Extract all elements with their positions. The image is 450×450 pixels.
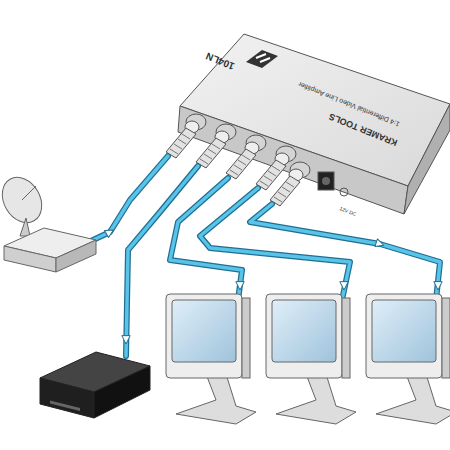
cable-outline bbox=[250, 204, 440, 300]
signal-arrow bbox=[105, 227, 116, 238]
dc-jack bbox=[318, 172, 348, 196]
bnc-connector bbox=[196, 124, 236, 168]
video-cable bbox=[200, 188, 350, 300]
dvd-player bbox=[40, 352, 150, 418]
cable-outline bbox=[200, 188, 350, 300]
satellite-dish bbox=[0, 170, 50, 236]
signal-arrow bbox=[340, 282, 348, 290]
signal-arrow bbox=[122, 336, 130, 344]
monitor bbox=[266, 294, 356, 424]
signal-arrow bbox=[236, 282, 244, 290]
kramer-logo bbox=[246, 50, 278, 68]
monitor bbox=[366, 294, 450, 424]
signal-arrow bbox=[375, 239, 385, 249]
signal-arrow bbox=[434, 282, 442, 290]
cable-outline bbox=[76, 156, 168, 248]
monitor bbox=[166, 294, 256, 424]
bnc-connector bbox=[226, 135, 266, 179]
port-label: 12V DC bbox=[339, 205, 357, 217]
bnc-connector bbox=[166, 114, 206, 158]
bnc-connector bbox=[270, 162, 310, 206]
video-cable bbox=[250, 204, 440, 300]
satellite-receiver bbox=[4, 228, 96, 272]
video-cable bbox=[76, 156, 168, 248]
